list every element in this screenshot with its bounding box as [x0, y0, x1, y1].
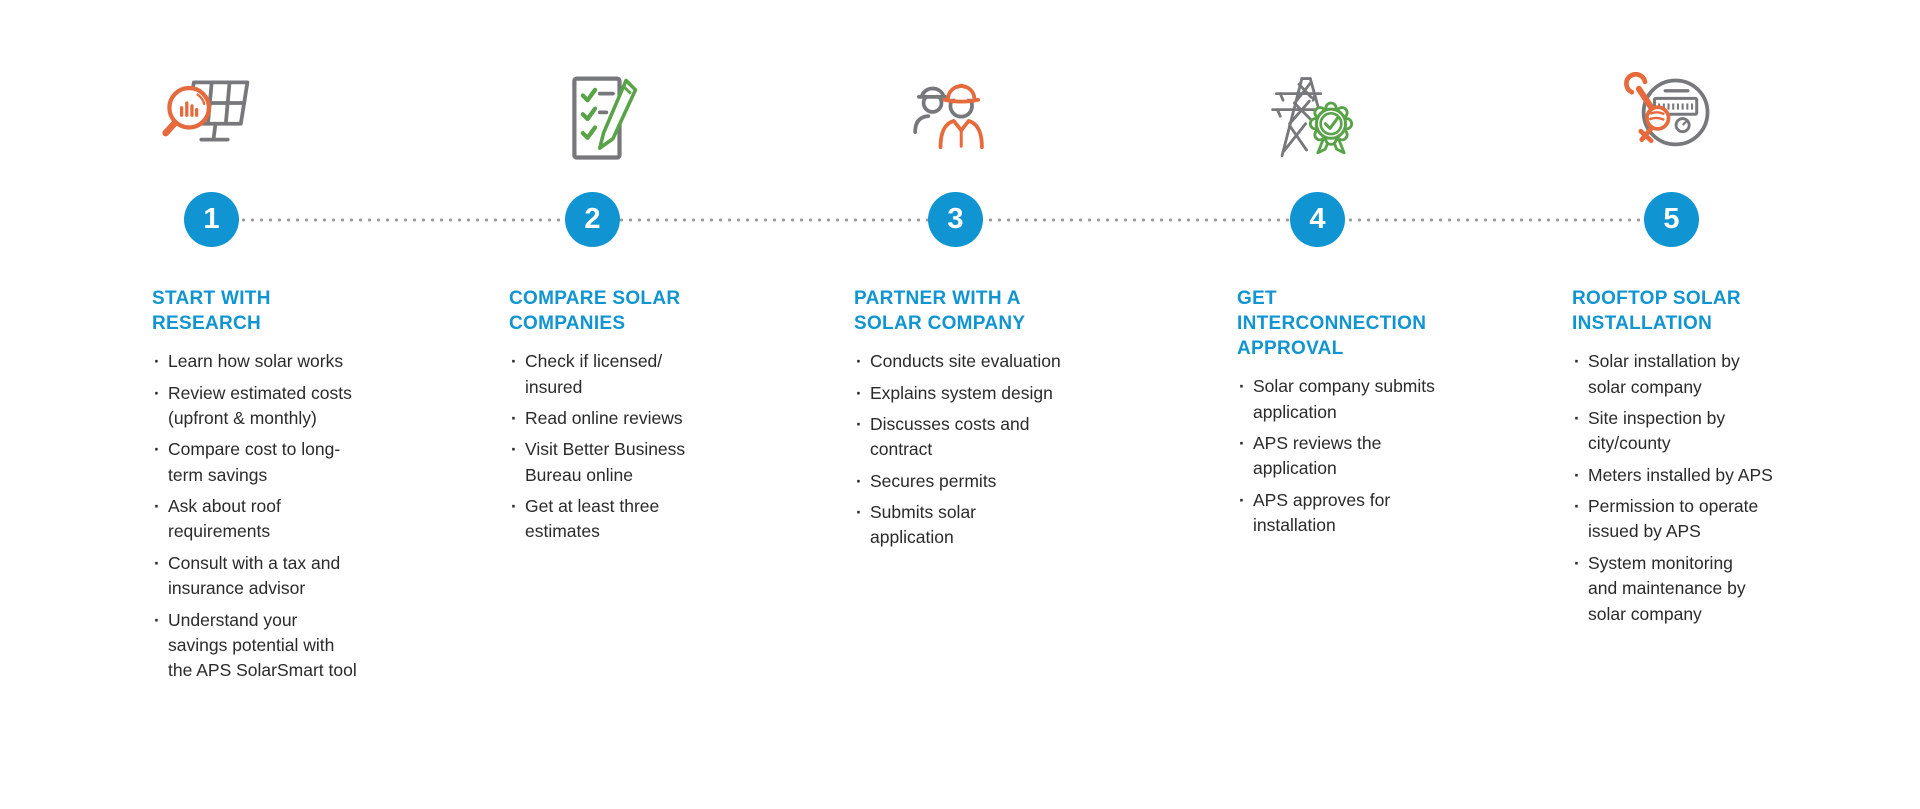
- bullet-item: Submits solar application: [854, 500, 1144, 551]
- step-5-column: ROOFTOP SOLAR INSTALLATION Solar install…: [1572, 286, 1872, 633]
- bullet-item: Understand your savings potential with t…: [152, 608, 422, 684]
- bullet-item: Consult with a tax and insurance advisor: [152, 551, 422, 602]
- step-number: 1: [203, 203, 220, 235]
- step-title: COMPARE SOLAR COMPANIES: [509, 288, 681, 335]
- bullet-item: Review estimated costs (upfront & monthl…: [152, 381, 422, 432]
- step-number-badge: 5: [1644, 192, 1699, 247]
- step-bullet-list: Learn how solar worksReview estimated co…: [152, 349, 422, 684]
- bullet-item: Solar installation by solar company: [1572, 349, 1872, 400]
- bullet-item: APS reviews the application: [1237, 431, 1527, 482]
- solar-panel-research-icon: [160, 72, 254, 166]
- bullet-item: Permission to operate issued by APS: [1572, 494, 1872, 545]
- step-number: 2: [584, 203, 601, 235]
- bullet-item: Check if licensed/ insured: [509, 349, 749, 400]
- bullet-item: APS approves for installation: [1237, 488, 1527, 539]
- power-grid-approval-icon: [1268, 72, 1362, 166]
- step-bullet-list: Conducts site evaluationExplains system …: [854, 349, 1144, 551]
- step-title: GET INTERCONNECTION APPROVAL: [1237, 288, 1427, 360]
- bullet-item: Learn how solar works: [152, 349, 422, 375]
- meter-installation-icon: [1622, 72, 1716, 166]
- step-number-badge: 1: [184, 192, 239, 247]
- step-3-column: PARTNER WITH A SOLAR COMPANY Conducts si…: [854, 286, 1144, 557]
- step-title: START WITH RESEARCH: [152, 288, 271, 335]
- step-bullet-list: Check if licensed/ insuredRead online re…: [509, 349, 749, 545]
- step-number-badge: 4: [1290, 192, 1345, 247]
- bullet-item: Site inspection by city/county: [1572, 406, 1872, 457]
- bullet-item: Get at least three estimates: [509, 494, 749, 545]
- step-title: ROOFTOP SOLAR INSTALLATION: [1572, 288, 1741, 335]
- bullet-item: Read online reviews: [509, 406, 749, 432]
- bullet-item: Meters installed by APS: [1572, 463, 1872, 489]
- bullet-item: Conducts site evaluation: [854, 349, 1144, 375]
- bullet-item: Compare cost to long- term savings: [152, 437, 422, 488]
- bullet-item: Discusses costs and contract: [854, 412, 1144, 463]
- bullet-item: Ask about roof requirements: [152, 494, 422, 545]
- bullet-item: System monitoring and maintenance by sol…: [1572, 551, 1872, 627]
- step-number: 5: [1663, 203, 1680, 235]
- step-number: 4: [1309, 203, 1326, 235]
- bullet-item: Explains system design: [854, 381, 1144, 407]
- checklist-pencil-icon: [549, 72, 643, 166]
- step-4-column: GET INTERCONNECTION APPROVAL Solar compa…: [1237, 286, 1527, 544]
- step-title: PARTNER WITH A SOLAR COMPANY: [854, 288, 1026, 335]
- step-2-column: COMPARE SOLAR COMPANIES Check if license…: [509, 286, 749, 551]
- step-number-badge: 3: [928, 192, 983, 247]
- step-1-column: START WITH RESEARCH Learn how solar work…: [152, 286, 422, 690]
- step-bullet-list: Solar installation by solar companySite …: [1572, 349, 1872, 627]
- step-bullet-list: Solar company submits applicationAPS rev…: [1237, 374, 1527, 538]
- bullet-item: Secures permits: [854, 469, 1144, 495]
- bullet-item: Solar company submits application: [1237, 374, 1527, 425]
- bullet-item: Visit Better Business Bureau online: [509, 437, 749, 488]
- solar-workers-icon: [902, 72, 996, 166]
- step-number-badge: 2: [565, 192, 620, 247]
- step-number: 3: [947, 203, 964, 235]
